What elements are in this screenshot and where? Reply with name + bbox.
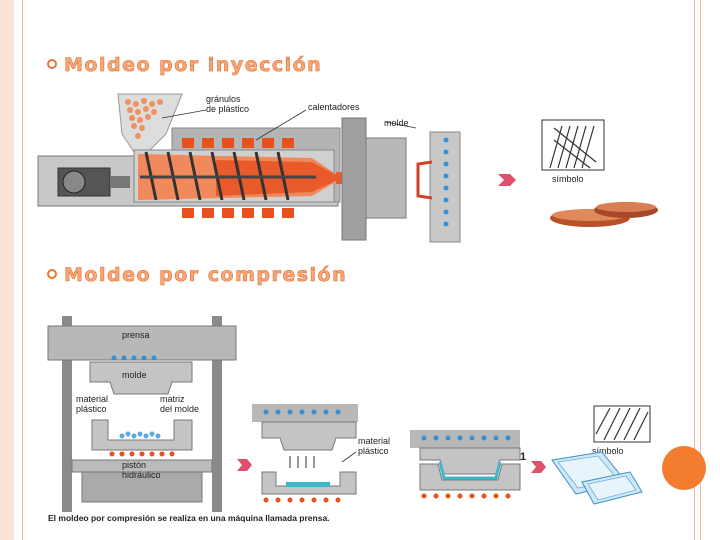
label-material2-2: plástico xyxy=(358,446,389,456)
label-die-1: matriz xyxy=(160,394,185,404)
injection-symbol-and-products: símbolo xyxy=(541,119,658,227)
slide-border-line-left xyxy=(22,0,23,540)
injection-labels: gránulos de plástico calentadores molde xyxy=(206,94,409,128)
decorative-orange-circle xyxy=(662,446,706,490)
slide-border-line-right-2 xyxy=(700,0,701,540)
label-material2-1: material xyxy=(358,436,390,446)
compression-symbol-and-products: símbolo xyxy=(551,405,651,505)
label-piston-1: pistón xyxy=(122,460,146,470)
label-symbol-injection: símbolo xyxy=(552,174,584,184)
label-mold: molde xyxy=(384,118,409,128)
label-mold-compression: molde xyxy=(122,370,147,380)
slide-border-left xyxy=(0,0,14,540)
label-heaters: calentadores xyxy=(308,102,360,112)
label-granules-1: gránulos xyxy=(206,94,241,104)
label-material-2: plástico xyxy=(76,404,107,414)
injection-heading: Moldeo por inyección xyxy=(64,54,323,77)
arrow-icon xyxy=(498,174,516,186)
slide-border-line-right xyxy=(694,0,695,540)
compression-press-diagram: prensa molde material plástico matriz de… xyxy=(47,316,237,512)
label-die-2: del molde xyxy=(160,404,199,414)
label-piston-2: hidráulico xyxy=(122,470,161,480)
compression-step-closed: 1 xyxy=(410,430,526,499)
plastic-granules xyxy=(125,98,163,139)
compression-caption: El moldeo por compresión se realiza en u… xyxy=(48,513,330,523)
arrow-icon xyxy=(531,461,546,473)
label-granules-2: de plástico xyxy=(206,104,249,114)
bullet-icon xyxy=(47,59,57,69)
label-symbol-compression: símbolo xyxy=(592,446,624,456)
injection-machine-diagram xyxy=(37,93,461,243)
label-step-number: 1 xyxy=(520,451,526,463)
bullet-icon xyxy=(47,269,57,279)
compression-heading: Moldeo por compresión xyxy=(64,264,348,287)
compression-step-open: material plástico xyxy=(252,404,390,503)
arrow-icon xyxy=(237,459,252,471)
label-material-1: material xyxy=(76,394,108,404)
label-press: prensa xyxy=(122,330,150,340)
